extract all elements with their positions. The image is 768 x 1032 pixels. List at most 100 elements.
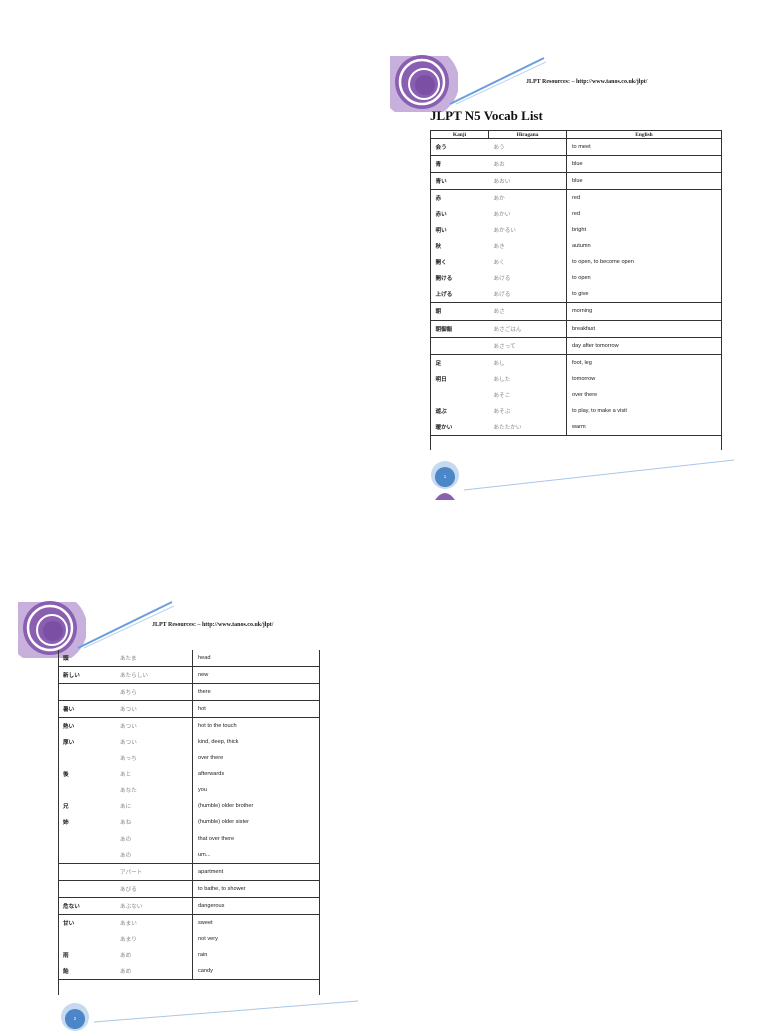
kanji-cell: 朝 — [430, 302, 489, 321]
kanji-cell: 新しい — [58, 666, 115, 684]
table-row: 雨 あめ rain — [58, 946, 320, 963]
hiragana-cell: あたたかい — [488, 418, 567, 436]
hiragana-cell: あたらしい — [115, 666, 193, 684]
kanji-cell: 危ない — [58, 896, 115, 915]
english-cell: breakfast — [566, 319, 722, 338]
english-cell: to open, to become open — [566, 254, 722, 271]
table-right-border — [721, 130, 722, 450]
english-cell: bright — [566, 222, 722, 239]
kanji-cell: 兄 — [63, 804, 69, 811]
hiragana-cell: あそぶ — [493, 408, 511, 415]
hiragana-cell: あに — [120, 804, 132, 811]
header-rule — [77, 601, 175, 649]
hiragana-cell: あね — [120, 820, 132, 827]
english-cell: hot to the touch — [192, 717, 320, 735]
kanji-cell: 雨 — [63, 952, 69, 959]
kanji-cell: 頭 — [63, 656, 69, 663]
english-cell: afterwards — [192, 766, 320, 783]
kanji-cell: 青 — [430, 155, 489, 173]
hiragana-cell: あの — [120, 836, 132, 843]
page-title: JLPT N5 Vocab List — [430, 108, 543, 123]
english-cell: that over there — [192, 830, 320, 847]
hiragana-cell: あおい — [488, 172, 567, 190]
kanji-cell — [58, 862, 115, 881]
kanji-cell: 会う — [430, 137, 489, 156]
table-left-border — [58, 650, 59, 995]
english-cell: to play, to make a visit — [566, 402, 722, 419]
kanji-cell: 秋 — [435, 244, 442, 251]
hiragana-cell: あそこ — [493, 392, 511, 399]
english-cell: day after tomorrow — [566, 336, 722, 355]
jlpt-logo — [18, 601, 86, 658]
hiragana-cell: あげる — [493, 292, 511, 299]
english-cell: kind, deep, thick — [192, 734, 320, 751]
hiragana-cell: あめ — [115, 962, 193, 980]
hiragana-cell: あびる — [115, 879, 193, 898]
table-left-border — [430, 130, 431, 450]
kanji-cell: 暖かい — [430, 418, 489, 436]
hiragana-cell: アパート — [115, 862, 193, 881]
footer-person-icon — [431, 461, 459, 500]
hiragana-cell: あかい — [493, 212, 511, 219]
hiragana-cell: あつい — [120, 740, 137, 747]
english-cell: tomorrow — [566, 370, 722, 387]
kanji-cell: 甘い — [58, 913, 115, 931]
jlpt-logo — [390, 55, 458, 112]
hiragana-cell: あし — [488, 353, 567, 371]
kanji-cell: 開く — [435, 260, 447, 267]
page-number: 2 — [73, 1016, 77, 1021]
page-number: 1 — [443, 474, 447, 479]
english-cell: you — [192, 782, 320, 799]
english-cell: there — [192, 683, 320, 701]
hiragana-cell: あき — [493, 244, 505, 251]
hiragana-cell: あたま — [120, 656, 137, 663]
hiragana-cell: あちら — [115, 683, 193, 701]
english-cell: red — [566, 206, 722, 223]
english-cell: foot, leg — [566, 353, 722, 371]
english-cell: apartment — [192, 862, 320, 881]
english-cell: to open — [566, 270, 722, 287]
english-cell: (humble) older brother — [192, 798, 320, 815]
english-cell: rain — [192, 946, 320, 963]
hiragana-cell: あかるい — [493, 228, 516, 235]
footer-rule — [463, 459, 735, 491]
kanji-cell — [430, 336, 489, 355]
english-cell: hot — [192, 700, 320, 718]
table-row: 厚い あつい kind, deep, thick — [58, 734, 320, 751]
hiragana-cell: あめ — [120, 952, 132, 959]
english-cell: over there — [566, 386, 722, 403]
hiragana-cell: あした — [493, 376, 511, 383]
english-cell: (humble) older sister — [192, 814, 320, 831]
hiragana-cell: あつい — [115, 717, 193, 735]
resources-link[interactable]: JLPT Resources: – http://www.tanos.co.uk… — [526, 79, 648, 85]
kanji-cell: 厚い — [63, 740, 75, 747]
english-cell: to give — [566, 286, 722, 303]
resources-link[interactable]: JLPT Resources: – http://www.tanos.co.uk… — [152, 622, 274, 628]
kanji-cell: 青い — [430, 172, 489, 190]
hiragana-cell: あの — [120, 852, 132, 859]
hiragana-cell: あさって — [488, 336, 567, 355]
hiragana-cell: あぶない — [115, 896, 193, 915]
english-cell: blue — [566, 172, 722, 190]
english-cell: to meet — [566, 137, 722, 156]
hiragana-cell: あお — [488, 155, 567, 173]
